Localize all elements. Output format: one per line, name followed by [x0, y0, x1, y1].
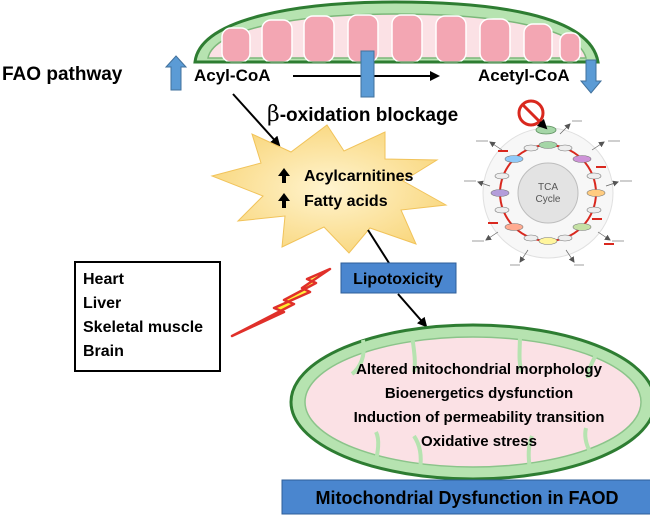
footer-title: Mitochondrial Dysfunction in FAOD [316, 488, 619, 508]
blockage-bar [360, 50, 375, 98]
tca-cycle-illustration: TCA Cycle [464, 120, 632, 266]
effect-item: Bioenergetics dysfunction [385, 385, 573, 402]
lipotoxicity-label: Lipotoxicity [353, 271, 443, 288]
organ-item: Skeletal muscle [83, 319, 203, 336]
prohibited-icon [517, 99, 545, 127]
acetyl-to-tca-arrow [536, 118, 548, 130]
accumulation-to-lipotoxicity-line [367, 229, 390, 264]
organs-box [74, 261, 221, 372]
fao-pathway-label: FAO pathway [2, 64, 123, 85]
increase-arrow-icon [278, 168, 290, 183]
organ-item: Liver [83, 295, 121, 312]
tca-label-line1: TCA [538, 182, 558, 193]
fatty-acids-label: Fatty acids [304, 193, 388, 210]
acyl-to-accumulation-arrow [232, 93, 281, 147]
organ-item: Heart [83, 271, 125, 288]
bottom-mitochondrion-illustration [289, 323, 650, 481]
accumulation-burst [210, 124, 448, 254]
footer-title-box [281, 479, 650, 515]
lipotoxicity-box [340, 262, 457, 294]
acetyl-coa-label: Acetyl-CoA [478, 66, 570, 85]
lipotoxicity-to-dysfunction-arrow [397, 293, 428, 328]
effect-item: Oxidative stress [421, 433, 537, 450]
arrow-up-icon [164, 55, 188, 91]
effect-item: Induction of permeability transition [354, 409, 605, 426]
acylcarnitines-label: Acylcarnitines [304, 168, 413, 185]
arrow-down-icon [579, 59, 603, 94]
increase-arrow-icon [278, 193, 290, 208]
organ-item: Brain [83, 343, 124, 360]
beta-symbol: β [267, 102, 280, 127]
lightning-icon [230, 267, 332, 338]
acyl-coa-label: Acyl-CoA [194, 66, 271, 85]
beta-oxidation-text: -oxidation blockage [280, 105, 458, 126]
tca-label-line2: Cycle [535, 194, 560, 205]
effect-item: Altered mitochondrial morphology [356, 361, 603, 378]
beta-oxidation-blockage-label: β-oxidation blockage [267, 102, 458, 127]
top-mitochondrion-illustration [193, 0, 600, 64]
